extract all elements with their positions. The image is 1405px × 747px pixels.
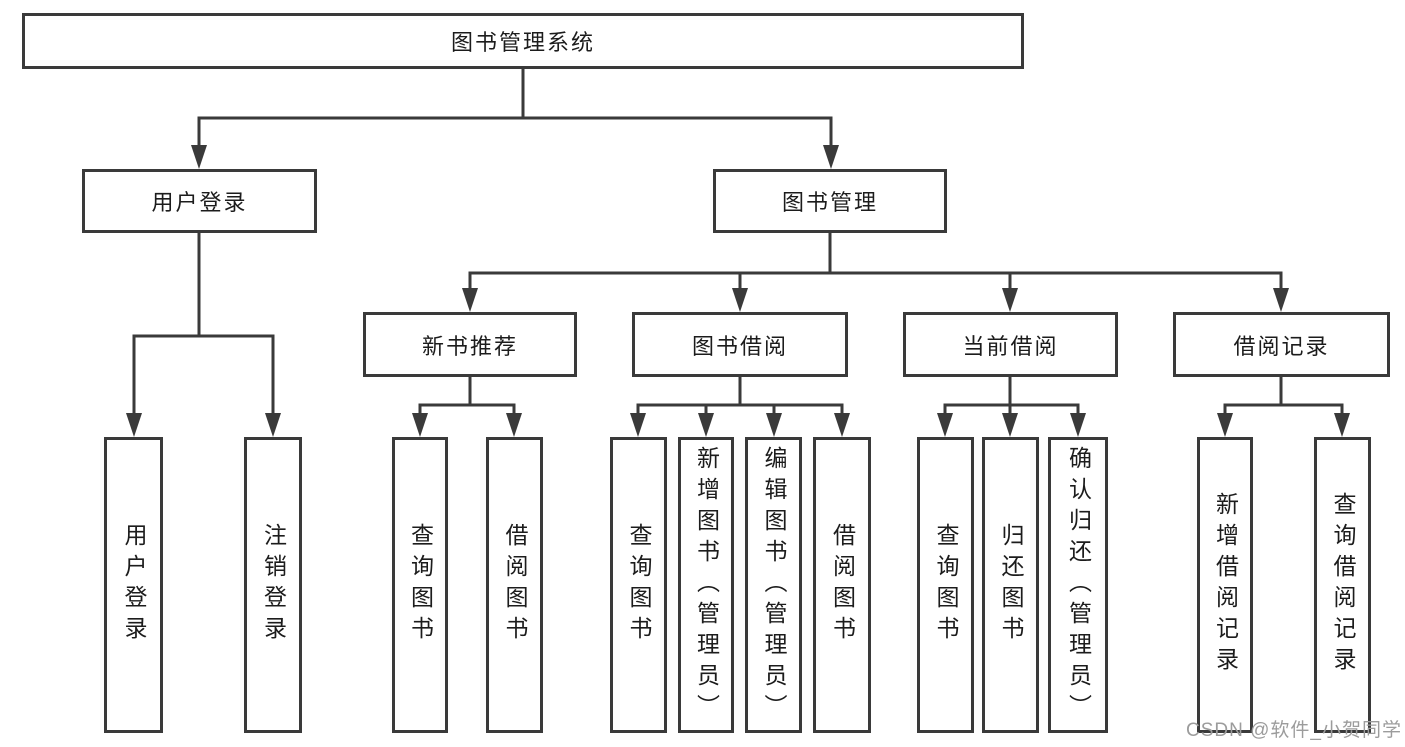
- node-new-book-recommendation: 新书推荐: [363, 312, 577, 377]
- node-label: 图书管理系统: [450, 30, 595, 55]
- node-library-management-system: 图书管理系统: [22, 13, 1024, 69]
- node-book-borrowing: 图书借阅: [632, 312, 848, 377]
- node-label: 用户登录: [151, 190, 248, 215]
- node-label: 归还图书: [998, 523, 1024, 647]
- node-label: 查询图书: [407, 523, 434, 647]
- leaf-query-books-recommend: 查询图书: [392, 437, 448, 733]
- node-label: 借阅图书: [502, 523, 528, 647]
- node-label: 用户登录: [121, 523, 147, 647]
- connector-paths: [132, 67, 1344, 420]
- leaf-query-borrow-record: 查询借阅记录: [1314, 437, 1371, 733]
- node-label: 查询借阅记录: [1330, 492, 1356, 678]
- leaf-add-borrow-record: 新增借阅记录: [1197, 437, 1253, 733]
- node-label: 新增图书（管理员）: [693, 445, 720, 725]
- node-label: 编辑图书（管理员）: [761, 445, 787, 725]
- node-label: 图书借阅: [691, 333, 788, 359]
- node-label: 借阅图书: [829, 523, 856, 647]
- leaf-return-books: 归还图书: [982, 437, 1039, 733]
- node-label: 确认归还（管理员）: [1065, 445, 1092, 725]
- node-user-login: 用户登录: [82, 169, 317, 233]
- node-label: 查询图书: [933, 523, 959, 647]
- csdn-watermark: CSDN @软件_小贺同学: [1186, 720, 1402, 741]
- leaf-add-books-admin: 新增图书（管理员）: [678, 437, 734, 733]
- leaf-confirm-return-admin: 确认归还（管理员）: [1048, 437, 1108, 733]
- leaf-borrow-books: 借阅图书: [813, 437, 871, 733]
- arrowheads: [126, 145, 1350, 437]
- node-current-borrowing: 当前借阅: [903, 312, 1118, 377]
- node-label: 查询图书: [626, 523, 652, 647]
- leaf-edit-books-admin: 编辑图书（管理员）: [745, 437, 802, 733]
- leaf-query-books-borrowing: 查询图书: [610, 437, 667, 733]
- node-label: 注销登录: [260, 523, 287, 647]
- node-label: 新书推荐: [421, 333, 518, 359]
- node-label: 当前借阅: [962, 333, 1059, 359]
- leaf-query-books-current: 查询图书: [917, 437, 974, 733]
- node-borrowing-records: 借阅记录: [1173, 312, 1390, 377]
- leaf-borrow-books-recommend: 借阅图书: [486, 437, 543, 733]
- node-label: 借阅记录: [1233, 333, 1330, 359]
- node-label: 图书管理: [781, 190, 878, 215]
- leaf-user-login: 用户登录: [104, 437, 163, 733]
- leaf-logout: 注销登录: [244, 437, 302, 733]
- node-book-management: 图书管理: [713, 169, 947, 233]
- node-label: 新增借阅记录: [1212, 492, 1239, 678]
